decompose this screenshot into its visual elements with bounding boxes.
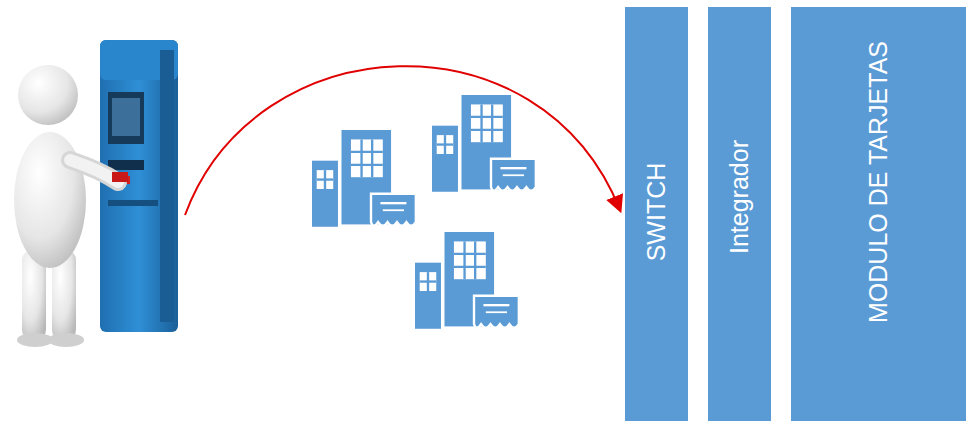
bank-icon [312,95,536,329]
layer-label: SWITCH [643,163,671,262]
flow-arrow [185,66,620,215]
system-layer-box: SWITCH [625,7,688,421]
layer-label: MODULO DE TARJETAS [865,41,893,323]
person-figure [14,65,128,347]
system-layer-box: MODULO DE TARJETAS [791,7,966,421]
system-layer-box: Integrador [708,7,771,421]
layer-label: Integrador [726,140,754,254]
